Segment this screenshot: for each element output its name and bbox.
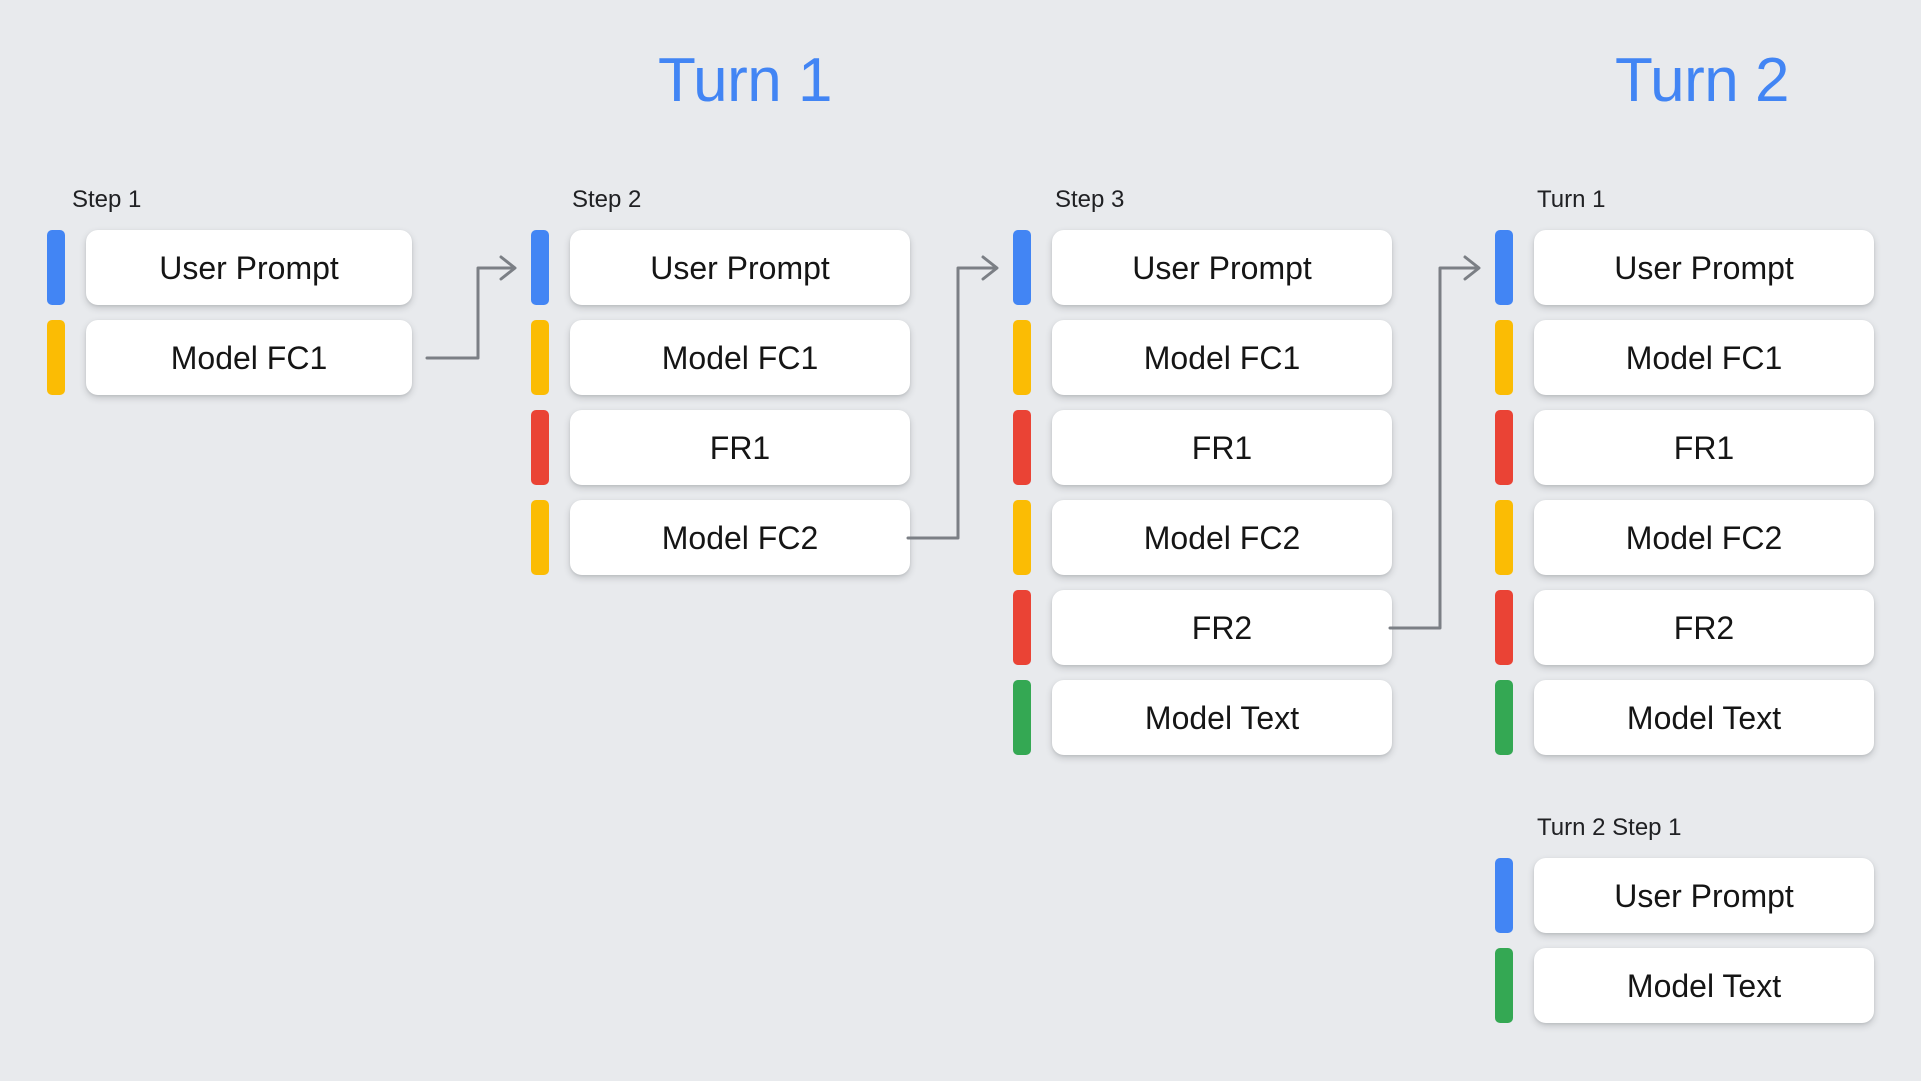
connector-line — [906, 266, 997, 540]
list-item[interactable]: FR2 — [1013, 590, 1392, 665]
type-bar-red — [1013, 410, 1031, 485]
type-bar-yellow — [1013, 320, 1031, 395]
list-item[interactable]: FR1 — [1495, 410, 1874, 485]
column-label-turn-1: Turn 1 — [1537, 186, 1606, 213]
heading-turn-1: Turn 1 — [658, 46, 832, 115]
type-bar-yellow — [531, 320, 549, 395]
type-bar-blue — [1495, 230, 1513, 305]
type-bar-red — [1495, 590, 1513, 665]
card-label: FR2 — [1052, 590, 1392, 665]
type-bar-green — [1495, 948, 1513, 1023]
card-label: FR1 — [570, 410, 910, 485]
connector-line — [1388, 266, 1479, 630]
list-item[interactable]: Model FC2 — [531, 500, 910, 575]
type-bar-yellow — [1013, 500, 1031, 575]
card-label: FR2 — [1534, 590, 1874, 665]
list-item[interactable]: Model FC1 — [531, 320, 910, 395]
card-label: Model Text — [1534, 680, 1874, 755]
connector-line — [425, 266, 515, 360]
type-bar-yellow — [531, 500, 549, 575]
arrow-head-icon — [499, 255, 517, 281]
type-bar-red — [1495, 410, 1513, 485]
list-item[interactable]: User Prompt — [1495, 858, 1874, 933]
list-item[interactable]: User Prompt — [47, 230, 412, 305]
type-bar-blue — [47, 230, 65, 305]
card-label: User Prompt — [570, 230, 910, 305]
column-label-step-2: Step 2 — [572, 186, 642, 213]
card-label: FR1 — [1052, 410, 1392, 485]
card-label: Model Text — [1534, 948, 1874, 1023]
card-label: User Prompt — [1534, 858, 1874, 933]
column-label-step-1: Step 1 — [72, 186, 142, 213]
card-label: Model FC1 — [1534, 320, 1874, 395]
column-label-turn-2-step-1: Turn 2 Step 1 — [1537, 814, 1682, 841]
list-item[interactable]: FR2 — [1495, 590, 1874, 665]
card-label: Model FC1 — [86, 320, 412, 395]
list-item[interactable]: FR1 — [1013, 410, 1392, 485]
type-bar-red — [1013, 590, 1031, 665]
card-label: Model FC2 — [1052, 500, 1392, 575]
card-label: Model Text — [1052, 680, 1392, 755]
card-label: Model FC1 — [570, 320, 910, 395]
type-bar-blue — [1495, 858, 1513, 933]
connector-step1-to-step2 — [425, 255, 517, 360]
arrow-head-icon — [1463, 255, 1481, 281]
type-bar-yellow — [47, 320, 65, 395]
list-item[interactable]: User Prompt — [1013, 230, 1392, 305]
column-label-step-3: Step 3 — [1055, 186, 1125, 213]
type-bar-blue — [531, 230, 549, 305]
card-label: Model FC2 — [1534, 500, 1874, 575]
type-bar-red — [531, 410, 549, 485]
list-item[interactable]: Model Text — [1495, 948, 1874, 1023]
card-label: Model FC2 — [570, 500, 910, 575]
type-bar-yellow — [1495, 320, 1513, 395]
arrow-head-icon — [981, 255, 999, 281]
heading-turn-2: Turn 2 — [1615, 46, 1789, 115]
card-label: User Prompt — [1052, 230, 1392, 305]
list-item[interactable]: Model FC2 — [1013, 500, 1392, 575]
list-item[interactable]: FR1 — [531, 410, 910, 485]
type-bar-green — [1495, 680, 1513, 755]
list-item[interactable]: Model FC1 — [47, 320, 412, 395]
list-item[interactable]: Model FC1 — [1013, 320, 1392, 395]
list-item[interactable]: Model Text — [1495, 680, 1874, 755]
list-item[interactable]: Model FC1 — [1495, 320, 1874, 395]
card-label: User Prompt — [1534, 230, 1874, 305]
card-label: User Prompt — [86, 230, 412, 305]
connector-step2-to-step3 — [906, 255, 999, 540]
card-label: FR1 — [1534, 410, 1874, 485]
type-bar-green — [1013, 680, 1031, 755]
list-item[interactable]: Model Text — [1013, 680, 1392, 755]
type-bar-yellow — [1495, 500, 1513, 575]
list-item[interactable]: Model FC2 — [1495, 500, 1874, 575]
list-item[interactable]: User Prompt — [531, 230, 910, 305]
list-item[interactable]: User Prompt — [1495, 230, 1874, 305]
connector-step3-to-turn2 — [1388, 255, 1481, 630]
type-bar-blue — [1013, 230, 1031, 305]
card-label: Model FC1 — [1052, 320, 1392, 395]
